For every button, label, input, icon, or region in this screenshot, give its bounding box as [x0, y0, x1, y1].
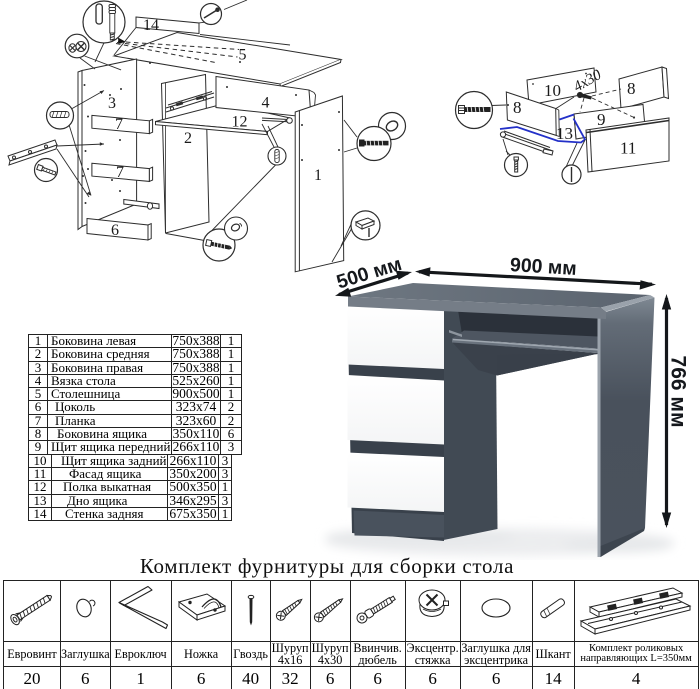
- svg-text:1: 1: [314, 167, 322, 184]
- svg-text:13: 13: [556, 124, 573, 143]
- svg-text:2: 2: [184, 130, 192, 147]
- svg-text:3: 3: [108, 95, 116, 112]
- svg-text:7: 7: [115, 116, 123, 133]
- svg-text:900 мм: 900 мм: [509, 254, 577, 280]
- svg-text:6: 6: [111, 222, 119, 239]
- svg-text:4: 4: [262, 95, 270, 112]
- svg-text:8: 8: [513, 98, 522, 117]
- svg-text:14: 14: [143, 17, 159, 34]
- svg-text:5: 5: [239, 47, 247, 64]
- svg-text:10: 10: [544, 81, 561, 100]
- svg-text:11: 11: [620, 139, 636, 158]
- svg-text:9: 9: [597, 110, 606, 129]
- svg-text:7: 7: [116, 164, 124, 181]
- svg-text:12: 12: [232, 114, 248, 131]
- svg-text:766 мм: 766 мм: [667, 356, 690, 428]
- svg-text:8: 8: [627, 79, 636, 98]
